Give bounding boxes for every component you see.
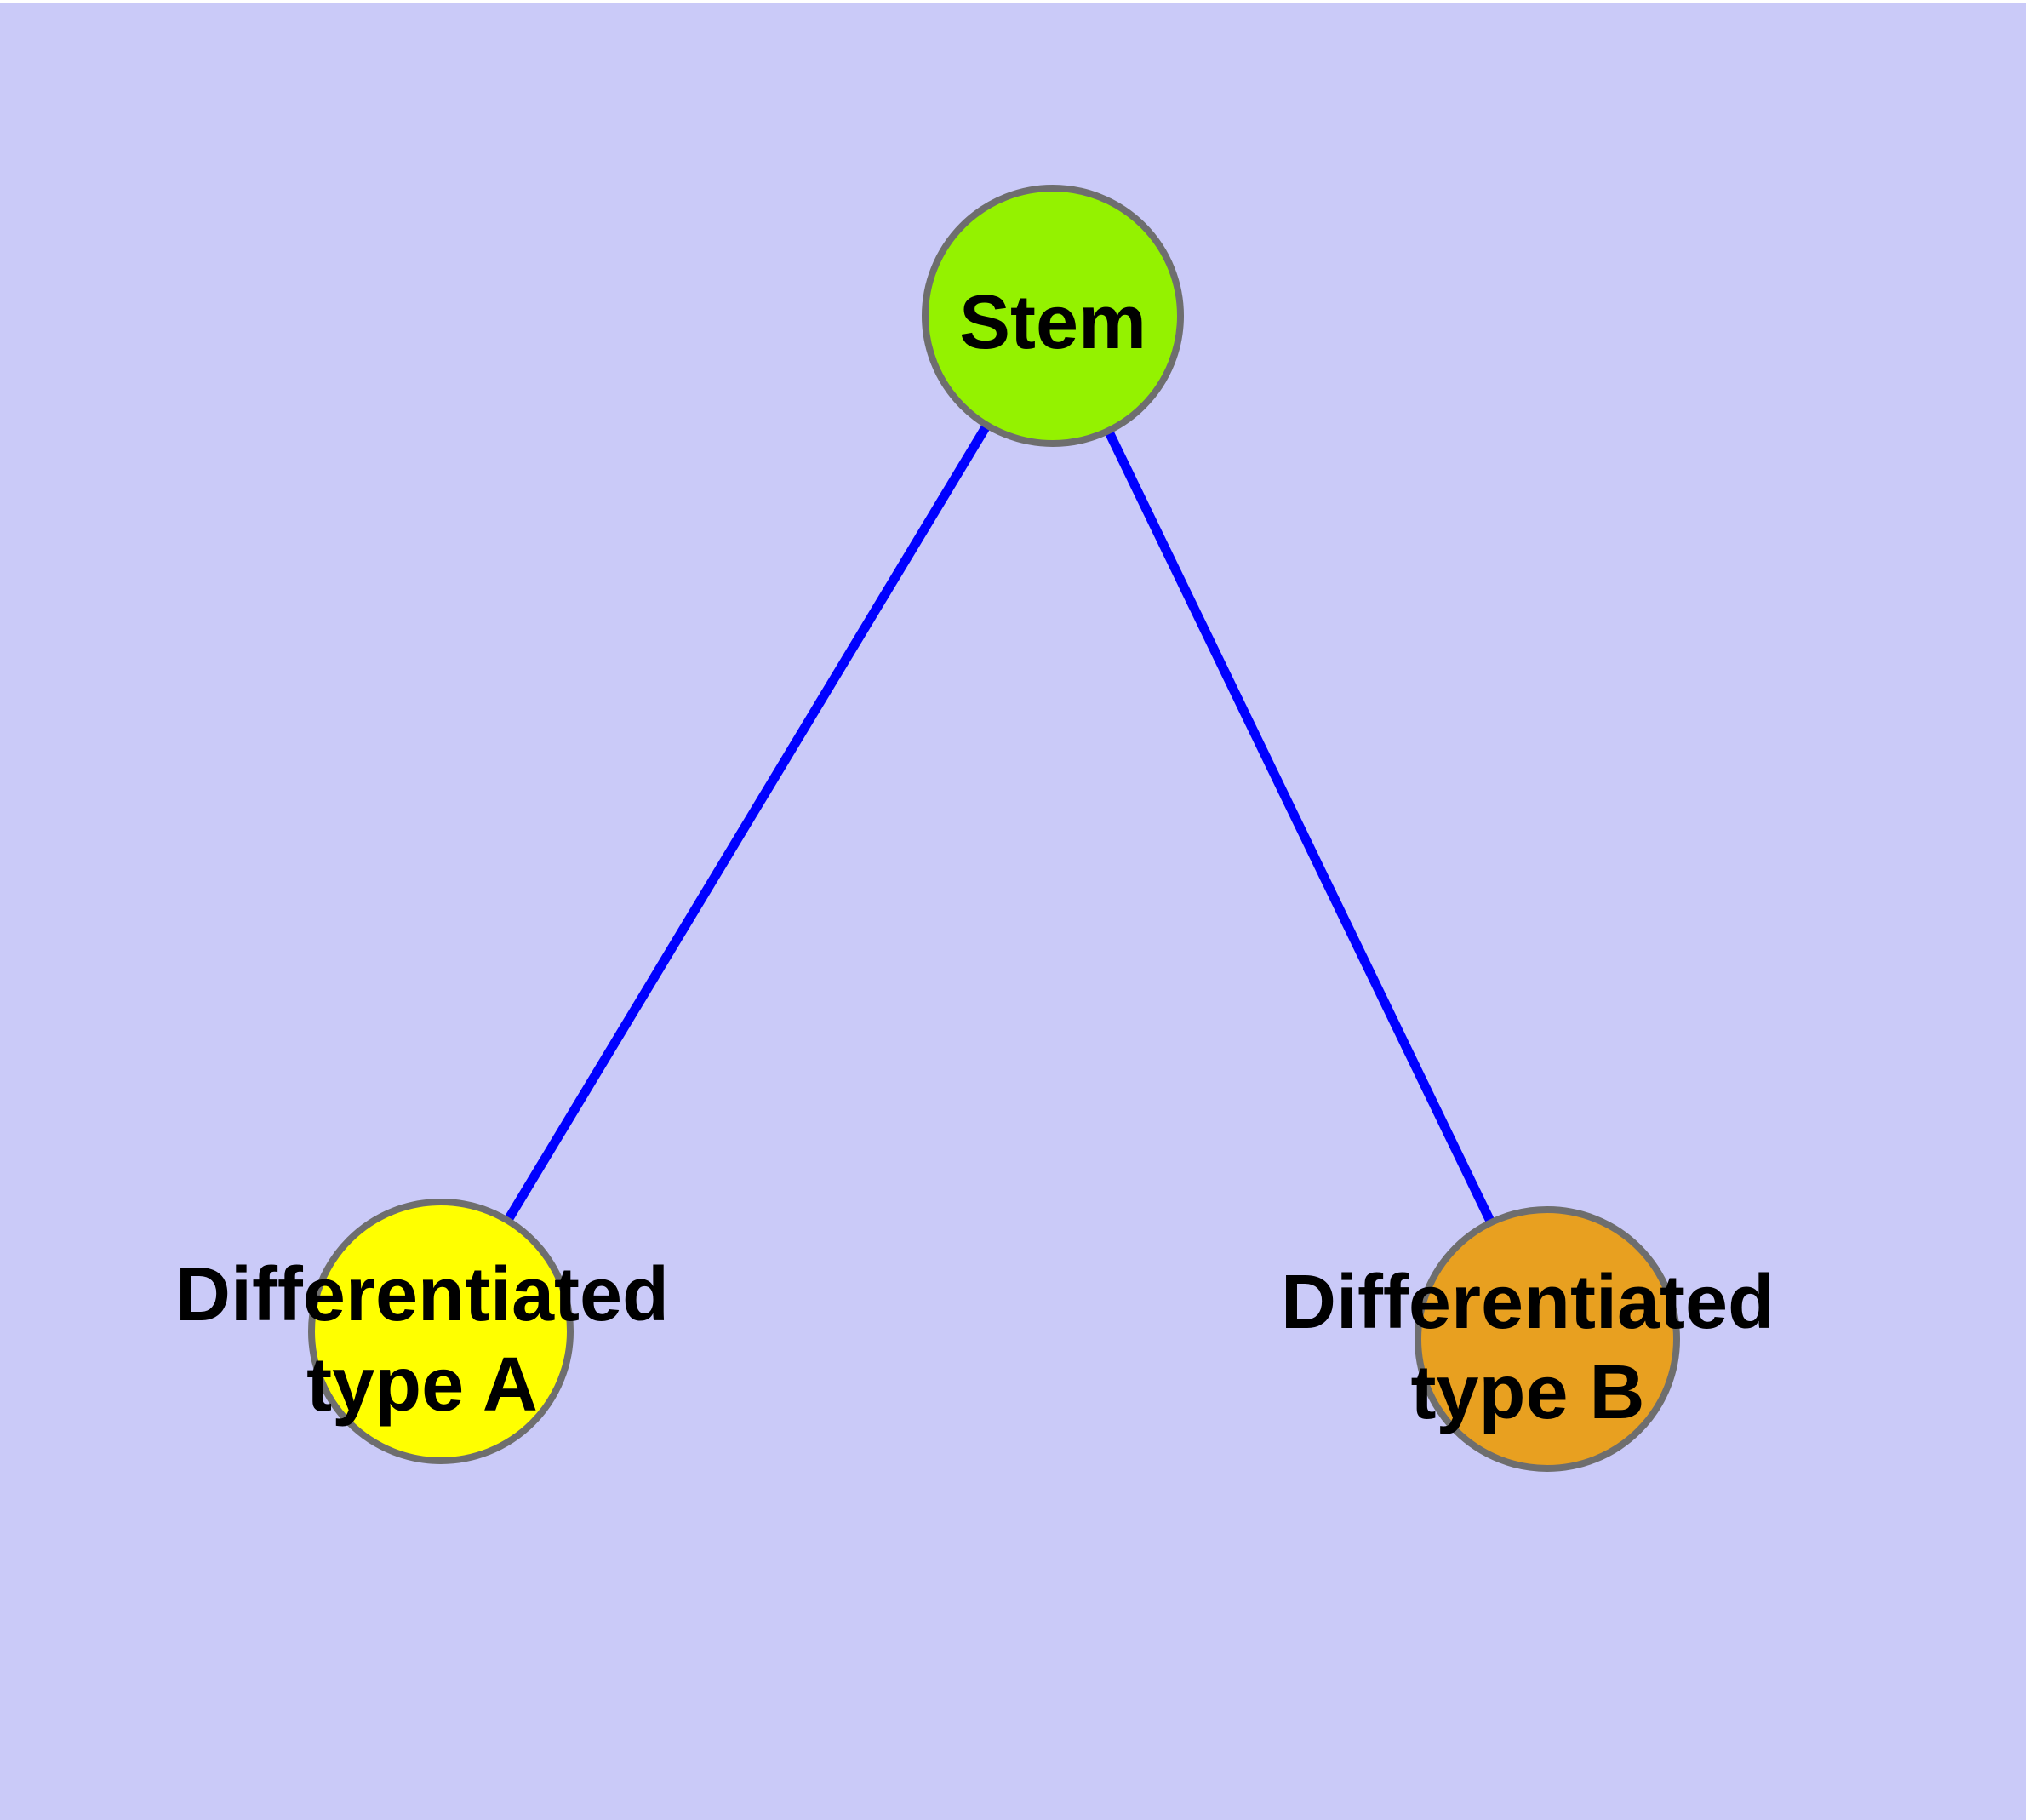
node-layer bbox=[308, 185, 1680, 1472]
node-typeA-label-line2: type A bbox=[306, 1342, 538, 1428]
node-typeA-label-line1: Differentiated bbox=[175, 1252, 669, 1337]
node-typeA-circle bbox=[308, 1199, 574, 1464]
edge-stem-to-typeB bbox=[1049, 313, 1552, 1342]
edge-layer bbox=[437, 313, 1552, 1342]
label-layer: Stem Differentiated type A Differentiate… bbox=[175, 280, 1775, 1435]
node-typeB-label-line2: type B bbox=[1410, 1350, 1644, 1435]
edge-stem-to-typeA bbox=[437, 313, 1057, 1334]
node-typeB-label-line1: Differentiated bbox=[1281, 1260, 1775, 1345]
node-stem-circle bbox=[922, 185, 1184, 447]
node-stem-label: Stem bbox=[959, 280, 1146, 365]
node-typeB-circle bbox=[1415, 1206, 1680, 1472]
